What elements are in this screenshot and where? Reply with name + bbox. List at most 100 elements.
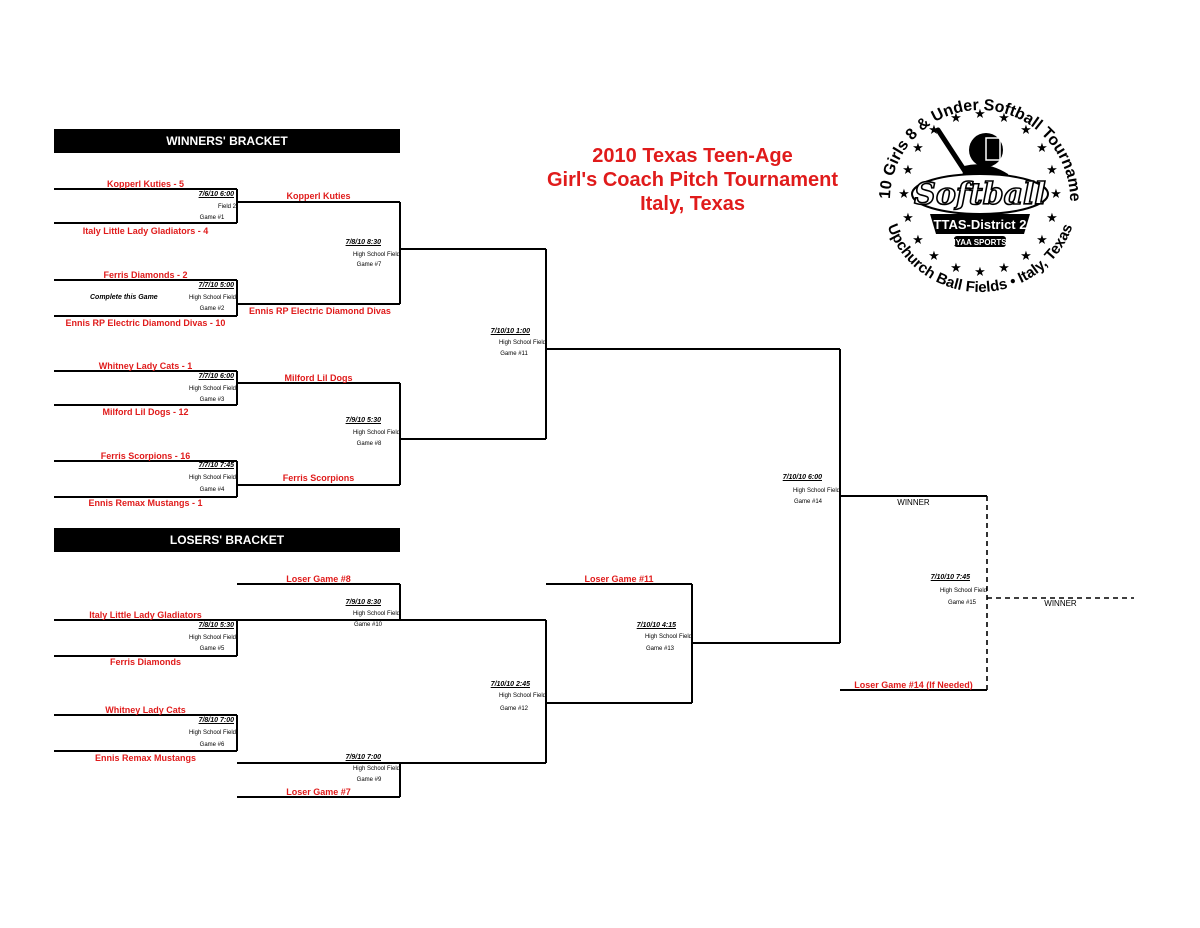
logo-sub-bg — [954, 236, 1006, 247]
losers-bracket-header: LOSERS' BRACKET — [54, 528, 400, 552]
g1-field: Field 2 — [217, 204, 236, 210]
g15-field: High School Field — [939, 588, 987, 594]
svg-text:★: ★ — [1046, 162, 1058, 177]
g13-date: 7/10/10 4:15 — [636, 622, 676, 629]
svg-text:★: ★ — [950, 260, 962, 275]
g13-field: High School Field — [644, 634, 692, 640]
g4-date: 7/7/10 7:45 — [198, 462, 234, 469]
svg-text:★: ★ — [1020, 122, 1032, 137]
svg-text:★: ★ — [912, 232, 924, 247]
tournament-logo: 2010 Girls 8 & Under Softball Tournament… — [868, 82, 1083, 296]
g2-note: Complete this Game — [90, 294, 158, 301]
g6-date: 7/8/10 7:00 — [198, 717, 234, 724]
g6-game: Game #6 — [199, 742, 225, 748]
g15-loser-slot: Loser Game #14 (If Needed) — [854, 680, 973, 690]
g2-game: Game #2 — [199, 306, 225, 312]
g4-winner: Ferris Scorpions — [282, 473, 355, 483]
g2-date: 7/7/10 5:00 — [198, 282, 234, 289]
logo-sub: IYAA SPORTS — [953, 238, 1007, 247]
g2-winner: Ennis RP Electric Diamond Divas — [249, 306, 391, 316]
g8-game: Game #8 — [356, 441, 382, 447]
g5-date: 7/8/10 5:30 — [198, 622, 234, 629]
g2-team-bottom: Ennis RP Electric Diamond Divas - 10 — [65, 318, 226, 328]
g2-team-top: Ferris Diamonds - 2 — [103, 270, 188, 280]
g12-field: High School Field — [498, 693, 546, 699]
g6-team-top: Whitney Lady Cats — [105, 705, 186, 715]
logo-script: Softball — [914, 177, 1046, 212]
g11-game: Game #11 — [500, 351, 528, 357]
svg-text:★: ★ — [1020, 248, 1032, 263]
logo-banner — [930, 214, 1030, 234]
g5-team-top: Italy Little Lady Gladiators — [89, 610, 202, 620]
g3-team-top: Whitney Lady Cats - 1 — [98, 361, 193, 371]
g3-team-bottom: Milford Lil Dogs - 12 — [102, 407, 189, 417]
winners-bracket-header: WINNERS' BRACKET — [54, 129, 400, 153]
g9-game: Game #9 — [356, 777, 382, 783]
svg-text:★: ★ — [998, 260, 1010, 275]
g6-team-bottom: Ennis Remax Mustangs — [94, 753, 197, 763]
g14-game: Game #14 — [793, 499, 823, 505]
svg-text:★: ★ — [1036, 232, 1048, 247]
svg-text:★: ★ — [1036, 140, 1048, 155]
g12-game: Game #12 — [499, 706, 529, 712]
g8-field: High School Field — [352, 430, 400, 436]
g13-game: Game #13 — [645, 646, 675, 652]
title-line-2: Girl's Coach Pitch Tournament — [546, 169, 839, 191]
svg-text:★: ★ — [1046, 210, 1058, 225]
g1-date: 7/6/10 6:00 — [198, 191, 234, 198]
g10-game: Game #10 — [353, 622, 383, 628]
g1-team-bottom: Italy Little Lady Gladiators - 4 — [82, 226, 209, 236]
logo-banner-text: TTAS-District 2 — [934, 217, 1027, 232]
svg-text:★: ★ — [902, 162, 914, 177]
g4-game: Game #4 — [199, 487, 225, 493]
g1-winner: Kopperl Kuties — [286, 191, 351, 201]
g13-team-top: Loser Game #11 — [584, 574, 654, 584]
g4-team-top: Ferris Scorpions - 16 — [100, 451, 191, 461]
svg-text:★: ★ — [950, 110, 962, 125]
g3-winner: Milford Lil Dogs — [284, 373, 353, 383]
svg-text:★: ★ — [928, 248, 940, 263]
g15-date: 7/10/10 7:45 — [930, 574, 970, 581]
g10-date: 7/9/10 8:30 — [345, 599, 381, 606]
g9-date: 7/9/10 7:00 — [345, 754, 381, 761]
svg-text:★: ★ — [998, 110, 1010, 125]
g1-game: Game #1 — [199, 215, 225, 221]
g1-team-top: Kopperl Kuties - 5 — [106, 179, 184, 189]
g11-field: High School Field — [498, 340, 546, 346]
svg-text:★: ★ — [898, 186, 910, 201]
g4-field: High School Field — [188, 475, 236, 481]
g7-field: High School Field — [352, 252, 400, 258]
svg-text:★: ★ — [974, 106, 986, 121]
g15-game: Game #15 — [947, 600, 977, 606]
svg-text:★: ★ — [1050, 186, 1062, 201]
g14-field: High School Field — [792, 488, 840, 494]
g14-winner: WINNER — [897, 498, 930, 507]
page-title: 2010 Texas Teen-Age Girl's Coach Pitch T… — [520, 144, 865, 216]
g2-field: High School Field — [188, 295, 236, 301]
title-line-1: 2010 Texas Teen-Age — [592, 145, 793, 167]
g9-team-bottom: Loser Game #7 — [286, 787, 351, 797]
g15-winner: WINNER — [1044, 599, 1077, 608]
g14-date: 7/10/10 6:00 — [782, 474, 822, 481]
g3-date: 7/7/10 6:00 — [198, 373, 234, 380]
g4-team-bottom: Ennis Remax Mustangs - 1 — [88, 498, 203, 508]
g3-game: Game #3 — [199, 397, 225, 403]
g10-field: High School Field — [352, 611, 400, 617]
svg-text:★: ★ — [928, 122, 940, 137]
logo-stars: ★ ★ ★ ★ ★ ★ ★ ★ ★ ★ ★ ★ ★ ★ ★ ★ ★ ★ ★ ★ — [898, 106, 1062, 279]
g9-field: High School Field — [352, 766, 400, 772]
g12-date: 7/10/10 2:45 — [490, 681, 530, 688]
svg-text:★: ★ — [912, 140, 924, 155]
g3-field: High School Field — [188, 386, 236, 392]
title-line-3: Italy, Texas — [640, 193, 745, 215]
svg-text:★: ★ — [902, 210, 914, 225]
g5-game: Game #5 — [199, 646, 225, 652]
g10-team-top: Loser Game #8 — [286, 574, 351, 584]
svg-text:★: ★ — [974, 264, 986, 279]
g7-date: 7/8/10 8:30 — [345, 239, 381, 246]
g5-field: High School Field — [188, 635, 236, 641]
g11-date: 7/10/10 1:00 — [490, 328, 530, 335]
g7-game: Game #7 — [356, 262, 382, 268]
g8-date: 7/9/10 5:30 — [345, 417, 381, 424]
